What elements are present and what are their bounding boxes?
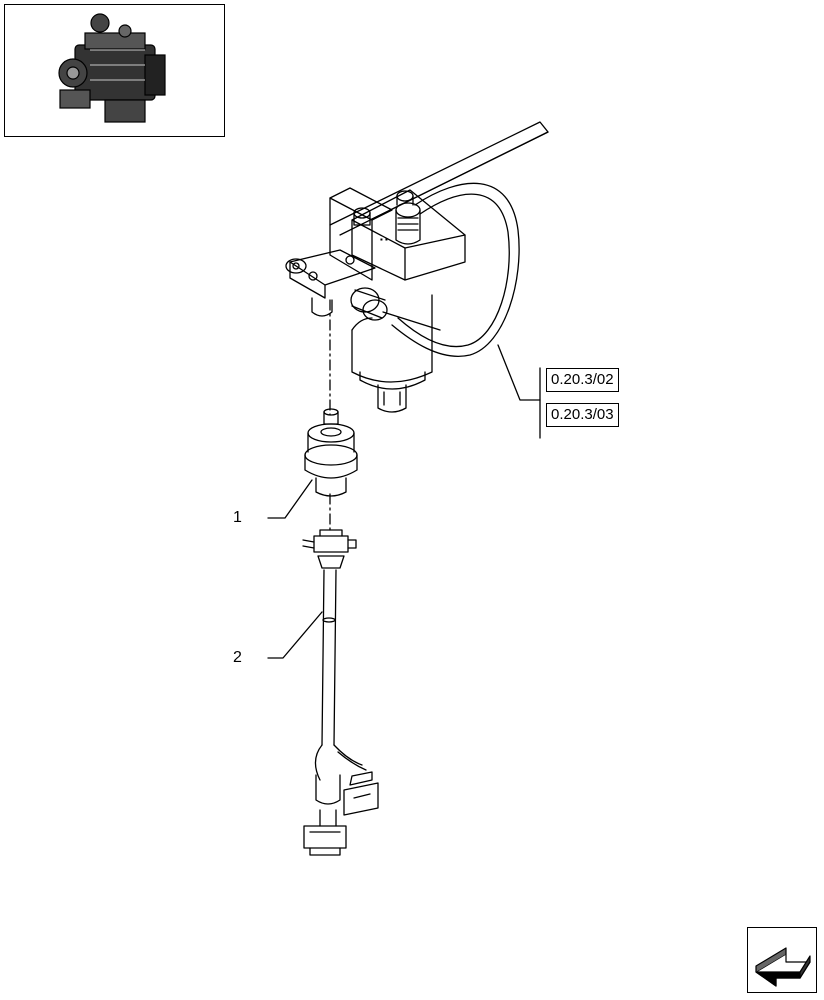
callout-label: 2 bbox=[233, 649, 242, 666]
callout-number-1[interactable]: 1 bbox=[233, 510, 242, 526]
next-page-button[interactable] bbox=[747, 927, 817, 993]
engine-icon bbox=[58, 13, 166, 123]
callout-number-2[interactable]: 2 bbox=[233, 650, 242, 666]
part-1-sensor bbox=[304, 408, 358, 497]
callout-label: 1 bbox=[233, 509, 242, 526]
next-page-arrow-icon bbox=[755, 947, 811, 987]
reference-code: 0.20.3/03 bbox=[551, 406, 614, 423]
engine-thumbnail bbox=[4, 4, 225, 137]
svg-text:▪ ▪: ▪ ▪ bbox=[380, 235, 388, 244]
part-2-harness bbox=[302, 529, 379, 856]
reference-link-0-20-3-03[interactable]: 0.20.3/03 bbox=[546, 403, 619, 427]
reference-code: 0.20.3/02 bbox=[551, 371, 614, 388]
reference-link-0-20-3-02[interactable]: 0.20.3/02 bbox=[546, 368, 619, 392]
fuel-filter-assembly: ▪ ▪ bbox=[285, 121, 549, 413]
